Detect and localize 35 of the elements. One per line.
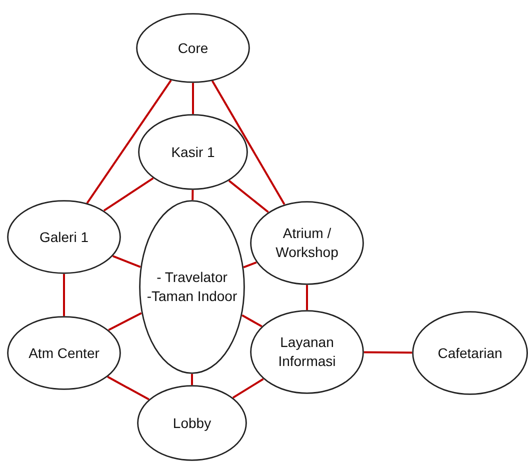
node-label: Core <box>178 38 208 58</box>
connector-line <box>107 376 150 400</box>
node-label: Lobby <box>172 414 212 432</box>
connector-line <box>192 83 194 114</box>
node-label: - Travelator <box>156 268 228 287</box>
ellipse-node <box>139 200 245 374</box>
ellipse-node <box>137 385 247 461</box>
connector-line <box>86 80 172 204</box>
connector-line <box>192 190 194 200</box>
ellipse-node <box>136 13 250 83</box>
node-label: Layanan Informasi <box>277 333 337 371</box>
connector-line <box>243 261 257 268</box>
ellipse-node <box>7 200 121 274</box>
connector-line <box>364 351 412 354</box>
connector-line <box>108 312 142 331</box>
node-label: -Taman Indoor <box>146 287 238 306</box>
connector-line <box>211 80 286 205</box>
connector-line <box>63 274 65 316</box>
node-label: Galeri 1 <box>39 228 89 246</box>
node-label: Kasir 1 <box>171 142 215 162</box>
connector-line <box>232 378 264 399</box>
node-label: Atrium / Workshop <box>274 224 340 262</box>
connector-line <box>242 314 262 328</box>
node-label: Cafetarian <box>438 344 502 362</box>
connector-line <box>306 285 308 310</box>
connector-line <box>103 177 154 212</box>
ellipse-node <box>412 311 528 395</box>
ellipse-node <box>138 114 248 190</box>
connector-line <box>191 374 193 385</box>
connector-line <box>228 180 269 213</box>
node-label: Atm Center <box>28 344 100 362</box>
ellipse-node <box>250 201 364 285</box>
connector-line <box>112 255 141 268</box>
ellipse-node <box>7 316 121 390</box>
ellipse-node <box>250 310 364 394</box>
